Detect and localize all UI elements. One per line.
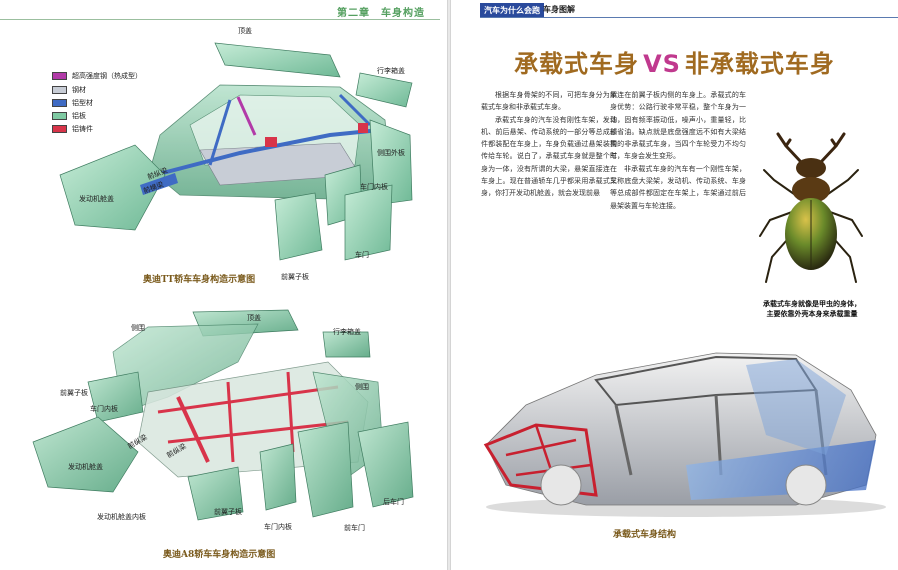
chapter-header: 第二章 车身构造 <box>337 8 425 19</box>
beetle-caption-line: 承载式车身就像是甲虫的身体， <box>763 300 861 308</box>
header-rule <box>0 19 440 20</box>
callout-tt-door-inner: 车门内板 <box>360 183 388 191</box>
callout-tt-front-fender: 前翼子板 <box>281 273 309 281</box>
callout-a8-front-door: 前车门 <box>344 524 365 532</box>
title-unibody: 承载式车身 <box>514 49 640 78</box>
legend-item-steel: 钢材 <box>52 85 86 95</box>
legend-label: 铝型材 <box>72 99 93 107</box>
tt-figure-caption: 奥迪TT轿车车身构造示意图 <box>143 275 256 285</box>
legend-item-aluminum-profile: 铝型材 <box>52 98 93 108</box>
legend-item-aluminum-casting: 铝铸件 <box>52 124 93 134</box>
legend-swatch <box>52 99 67 107</box>
paragraph: 根据车身骨架的不同，可把车身分为承载式车身和非承载式车身。 <box>481 91 617 112</box>
callout-tt-trunk-lid: 行李箱盖 <box>377 67 405 75</box>
legend-item-aluminum-sheet: 铝板 <box>52 111 86 121</box>
section-tag: 车身图解 <box>543 4 575 14</box>
paragraph: 非承载式车身的汽车有一个刚性车架，又称底盘大梁架，发动机、传动系统、车身等总成部… <box>610 164 746 210</box>
legend-item-hot-formed-steel: 超高强度钢（热成型） <box>52 71 142 81</box>
audi-tt-exploded-body-illustration <box>59 42 413 261</box>
legend-label: 钢材 <box>72 86 86 94</box>
legend-swatch <box>52 125 67 133</box>
text-column-1: 根据车身骨架的不同，可把车身分为承载式车身和非承载式车身。 承载式车身的汽车没有… <box>481 89 617 200</box>
unibody-figure-caption: 承载式车身结构 <box>613 530 677 540</box>
stag-beetle-illustration <box>759 132 863 283</box>
legend-swatch <box>52 112 67 120</box>
callout-a8-door-inner-bottom: 车门内板 <box>264 523 292 531</box>
callout-a8-side-panel-right: 侧围 <box>355 383 369 391</box>
callout-tt-side-panel: 侧围外板 <box>377 149 405 157</box>
callout-a8-side-panel-left: 侧围 <box>131 324 145 332</box>
callout-tt-hood: 发动机舱盖 <box>79 195 114 203</box>
callout-a8-front-fender-bottom: 前翼子板 <box>214 508 242 516</box>
callout-a8-trunk-lid: 行李箱盖 <box>333 328 361 336</box>
paragraph: 承载式车身的汽车没有刚性车架，发动机、前后悬架、传动系统的一部分等总成部件都装配… <box>481 115 617 198</box>
callout-a8-hood: 发动机舱盖 <box>68 463 103 471</box>
paragraph: 架连在前翼子板内侧的车身上。承载式的车身优势：公路行驶非常平稳，整个车身为一体，… <box>610 91 746 161</box>
legend-label: 铝铸件 <box>72 125 93 133</box>
callout-a8-hood-inner: 发动机舱盖内板 <box>97 513 146 521</box>
book-gutter <box>447 0 451 570</box>
legend-swatch <box>52 72 67 80</box>
callout-tt-door: 车门 <box>355 251 369 259</box>
beetle-caption-line: 主要依靠外壳本身来承载重量 <box>766 310 858 318</box>
header-rule <box>480 17 898 18</box>
legend-label: 铝板 <box>72 112 86 120</box>
a8-figure-caption: 奥迪A8轿车车身构造示意图 <box>163 550 276 560</box>
callout-tt-roof: 顶盖 <box>238 27 252 35</box>
title-vs: VS <box>643 50 681 78</box>
audi-a8-exploded-body-illustration <box>32 309 414 521</box>
beetle-caption: 承载式车身就像是甲虫的身体， 主要依靠外壳本身来承载重量 <box>738 299 886 319</box>
text-column-2: 架连在前翼子板内侧的车身上。承载式的车身优势：公路行驶非常平稳，整个车身为一体，… <box>610 89 746 212</box>
legend-swatch <box>52 86 67 94</box>
legend-label: 超高强度钢（热成型） <box>72 72 142 80</box>
callout-a8-roof: 顶盖 <box>247 314 261 322</box>
book-title-tag: 汽车为什么会跑 <box>480 3 544 18</box>
title-body-on-frame: 非承载式车身 <box>684 49 835 78</box>
left-page: 第二章 车身构造 超高强度钢（热成型） 钢材 铝型材 铝板 铝铸件 <box>0 0 447 570</box>
callout-a8-front-fender-top: 前翼子板 <box>60 389 88 397</box>
unibody-structure-illustration <box>483 352 886 517</box>
callout-a8-door-inner-top: 车门内板 <box>90 405 118 413</box>
callout-a8-rear-door: 后车门 <box>383 498 404 506</box>
